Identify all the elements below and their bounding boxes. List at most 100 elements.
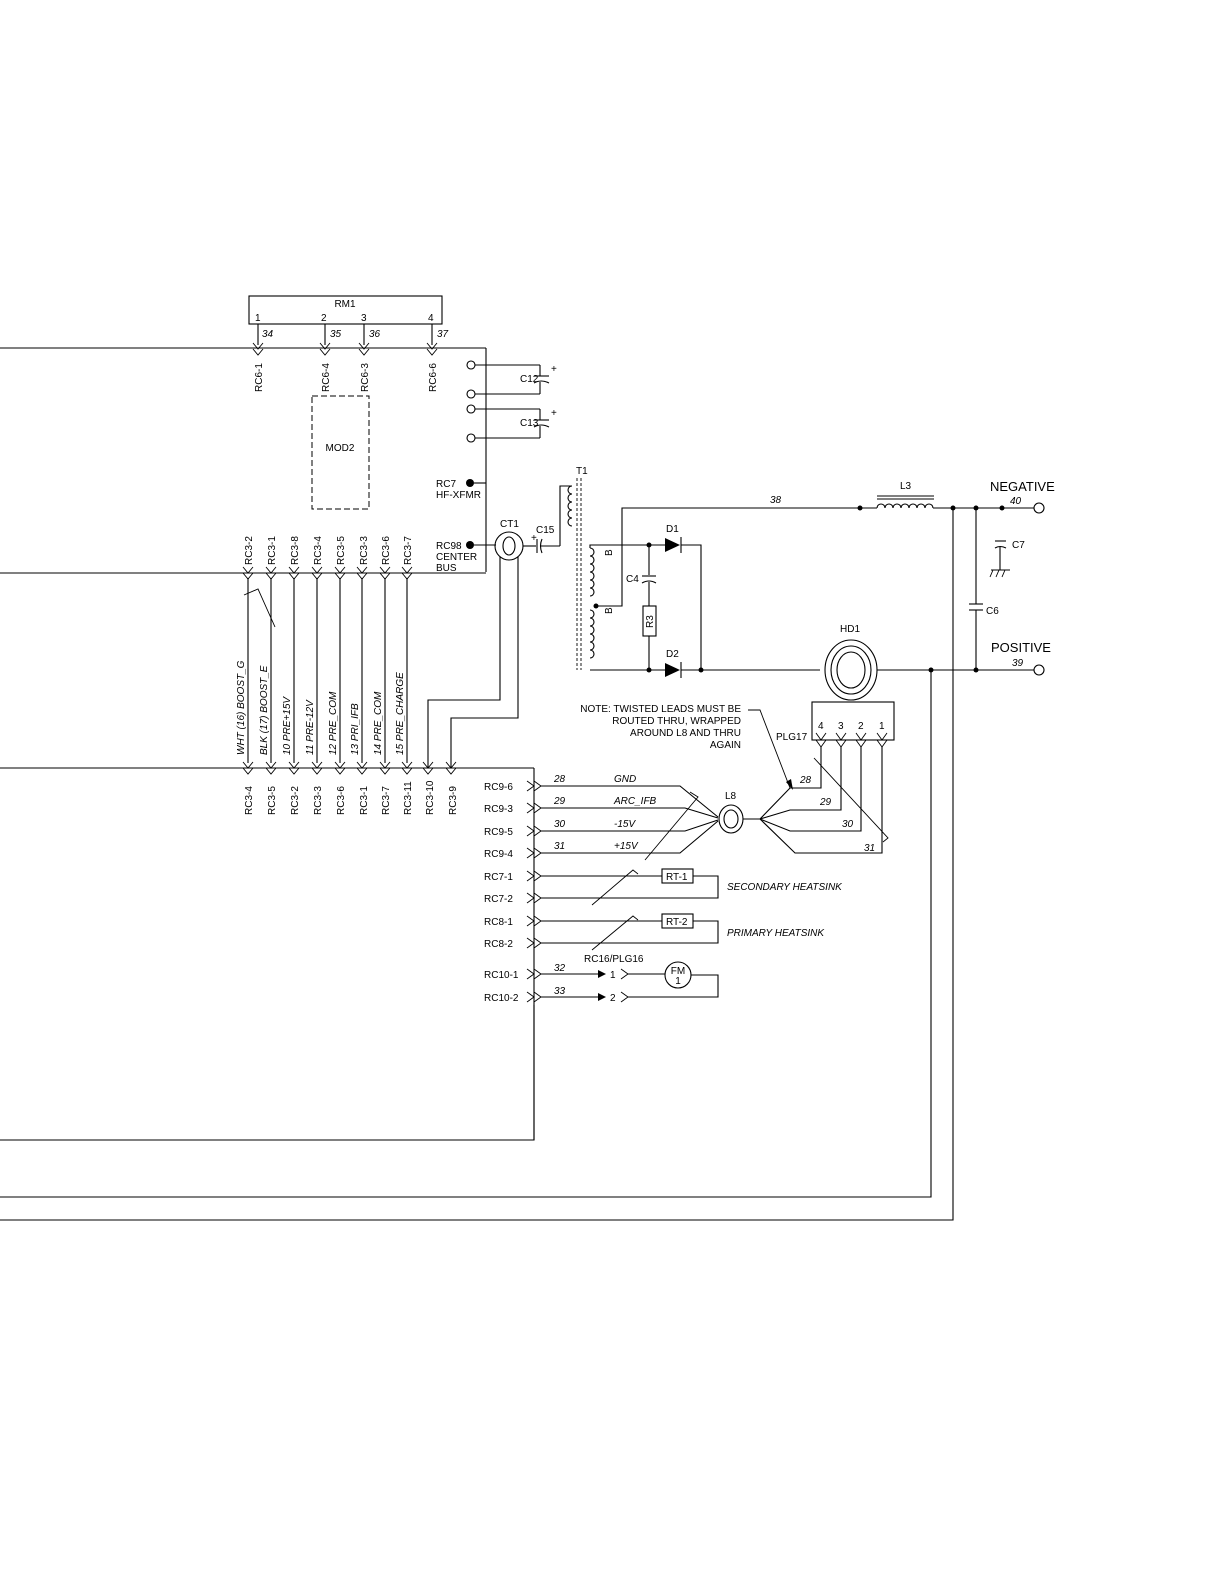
c15-label: C15 [536, 525, 555, 536]
rc9-3-label: RC9-3 [484, 804, 513, 815]
plg16-pin-2: 2 [610, 993, 616, 1004]
c6-label: C6 [986, 606, 999, 617]
wire-36: 36 [369, 329, 381, 340]
c12-label: C12 [520, 374, 539, 385]
rm1-block: RM1 1 2 3 4 34 35 36 37 [248, 295, 449, 345]
signal-pre-charge: 15 PRE_CHARGE [395, 672, 406, 755]
d2-label: D2 [666, 649, 679, 660]
signal-pre-12v: 11 PRE-12V [305, 699, 316, 755]
rc6-6-label: RC6-6 [428, 363, 439, 392]
rc10-1-label: RC10-1 [484, 970, 519, 981]
l8-choke: L8 28 29 30 31 [718, 747, 889, 854]
rc3-bottom-label-10: RC3-9 [448, 786, 459, 815]
wire-32: 32 [554, 963, 566, 974]
d1-label: D1 [666, 524, 679, 535]
wire-31-left: 31 [554, 841, 565, 852]
rc10-2-label: RC10-2 [484, 993, 519, 1004]
rm1-pin-2: 2 [321, 313, 327, 324]
t1-transformer: T1 B B [559, 466, 860, 671]
wire-37: 37 [437, 329, 449, 340]
wire-29-right: 29 [819, 797, 832, 808]
rc3botmarks-chevron-8 [401, 761, 413, 775]
sig-arc-ifb: ARC_IFB [613, 796, 657, 807]
plg17-pin-4: 4 [818, 721, 824, 732]
rc7-rc98-terminals: RC7 HF-XFMR RC98 CENTER BUS [436, 479, 496, 574]
rc3-signal-wires: WHT (16) BOOST_G BLK (17) BOOST_E 10 PRE… [236, 578, 408, 763]
sig-minus-15v: -15V [614, 819, 636, 830]
rt1-label: RT-1 [666, 872, 688, 883]
secondary-heatsink-label: SECONDARY HEATSINK [727, 882, 843, 893]
rc3botmarks-chevron-6 [356, 761, 368, 775]
rc8-1-label: RC8-1 [484, 917, 513, 928]
rc3-bottom-label-5: RC3-6 [336, 786, 347, 815]
signal-pre-com-2: 14 PRE_COM [373, 691, 384, 755]
c12-plus: + [551, 364, 557, 375]
signal-pri-ifb: 13 PRI_IFB [350, 703, 361, 755]
rc9-4-label: RC9-4 [484, 849, 513, 860]
plg17-pin-3: 3 [838, 721, 844, 732]
rc9-rows: RC9-6 RC9-3 RC9-5 RC9-4 28 29 30 31 GND … [484, 774, 719, 861]
rc3botmarks-chevron-5 [334, 761, 346, 775]
rc7-2-label: RC7-2 [484, 894, 513, 905]
rm1-pin-3: 3 [361, 313, 367, 324]
signal-boost-e: BLK (17) BOOST_E [259, 665, 270, 755]
note-line-4: AGAIN [710, 740, 741, 751]
rc3-top-label-4: RC3-4 [313, 536, 324, 565]
rc3-bottom-label-2: RC3-5 [267, 786, 278, 815]
c7-label: C7 [1012, 540, 1025, 551]
c13-label: C13 [520, 418, 539, 429]
rc8-2-label: RC8-2 [484, 939, 513, 950]
rc9-6-label: RC9-6 [484, 782, 513, 793]
rc3botmarks-chevron-7 [379, 761, 391, 775]
note-line-1: NOTE: TWISTED LEADS MUST BE [580, 704, 741, 715]
plg17-pin-1: 1 [879, 721, 885, 732]
rc3-top-label-1: RC3-2 [244, 536, 255, 565]
wire-31-right: 31 [864, 843, 875, 854]
capacitor-bank: + C12 + C13 [466, 348, 557, 572]
rc7-desc: HF-XFMR [436, 490, 481, 501]
rc98-desc1: CENTER [436, 552, 477, 563]
rc3-top-label-8: RC3-7 [403, 536, 414, 565]
rc3-bottom-label-1: RC3-4 [244, 786, 255, 815]
rc98-label: RC98 [436, 541, 462, 552]
fm-label: FM [671, 966, 685, 977]
rc3botmarks-chevron-10 [445, 761, 457, 775]
rc6-1-label: RC6-1 [254, 363, 265, 392]
rc9-5-label: RC9-5 [484, 827, 513, 838]
sig-plus-15v: +15V [614, 841, 639, 852]
rc7-label: RC7 [436, 479, 456, 490]
fan-motor-section: RC16/PLG16 RC10-1 RC10-2 32 33 1 2 FM 1 [484, 954, 719, 1004]
l8-label: L8 [725, 791, 737, 802]
rc9-rc10-connector-column [0, 768, 535, 1141]
rc6-3-label: RC6-3 [360, 363, 371, 392]
plg17-connector: PLG17 4 3 2 1 [776, 701, 895, 748]
signal-boost-g: WHT (16) BOOST_G [236, 660, 247, 755]
signal-pre-com-1: 12 PRE_COM [328, 691, 339, 755]
primary-heatsink-label: PRIMARY HEATSINK [727, 928, 825, 939]
rc3botmarks-chevron-3 [288, 761, 300, 775]
rc3-top-label-3: RC3-8 [290, 536, 301, 565]
rc16-plg16-label: RC16/PLG16 [584, 954, 644, 965]
rc3-top-label-2: RC3-1 [267, 536, 278, 565]
negative-wire: 40 [1010, 496, 1022, 507]
rc3-bottom-label-8: RC3-11 [403, 781, 414, 815]
rc3-top-connector: RC3-2 RC3-1 RC3-8 RC3-4 RC3-5 RC3-3 RC3-… [0, 536, 486, 580]
rc3-top-label-7: RC3-6 [381, 536, 392, 565]
wire-28-right: 28 [799, 775, 812, 786]
rc3-top-label-5: RC3-5 [336, 536, 347, 565]
positive-label: POSITIVE [991, 640, 1051, 655]
note-line-3: AROUND L8 AND THRU [630, 728, 741, 739]
rc3-bottom-connector: RC3-4 RC3-5 RC3-2 RC3-3 RC3-6 RC3-1 RC3-… [0, 761, 534, 815]
rc3-bottom-label-7: RC3-7 [381, 786, 392, 815]
wire-38: 38 [770, 495, 782, 506]
ct1-label: CT1 [500, 519, 519, 530]
mod2-module: MOD2 [311, 395, 370, 510]
wire-30-right: 30 [842, 819, 854, 830]
t1-label: T1 [576, 466, 588, 477]
ct1-current-transformer: CT1 C15 + [427, 519, 560, 768]
rm1-pin-1: 1 [255, 313, 261, 324]
rc3botmarks-chevron-9 [422, 761, 434, 775]
rc3botmarks-chevron-2 [265, 761, 277, 775]
rc3botmarks-chevron-1 [242, 761, 254, 775]
